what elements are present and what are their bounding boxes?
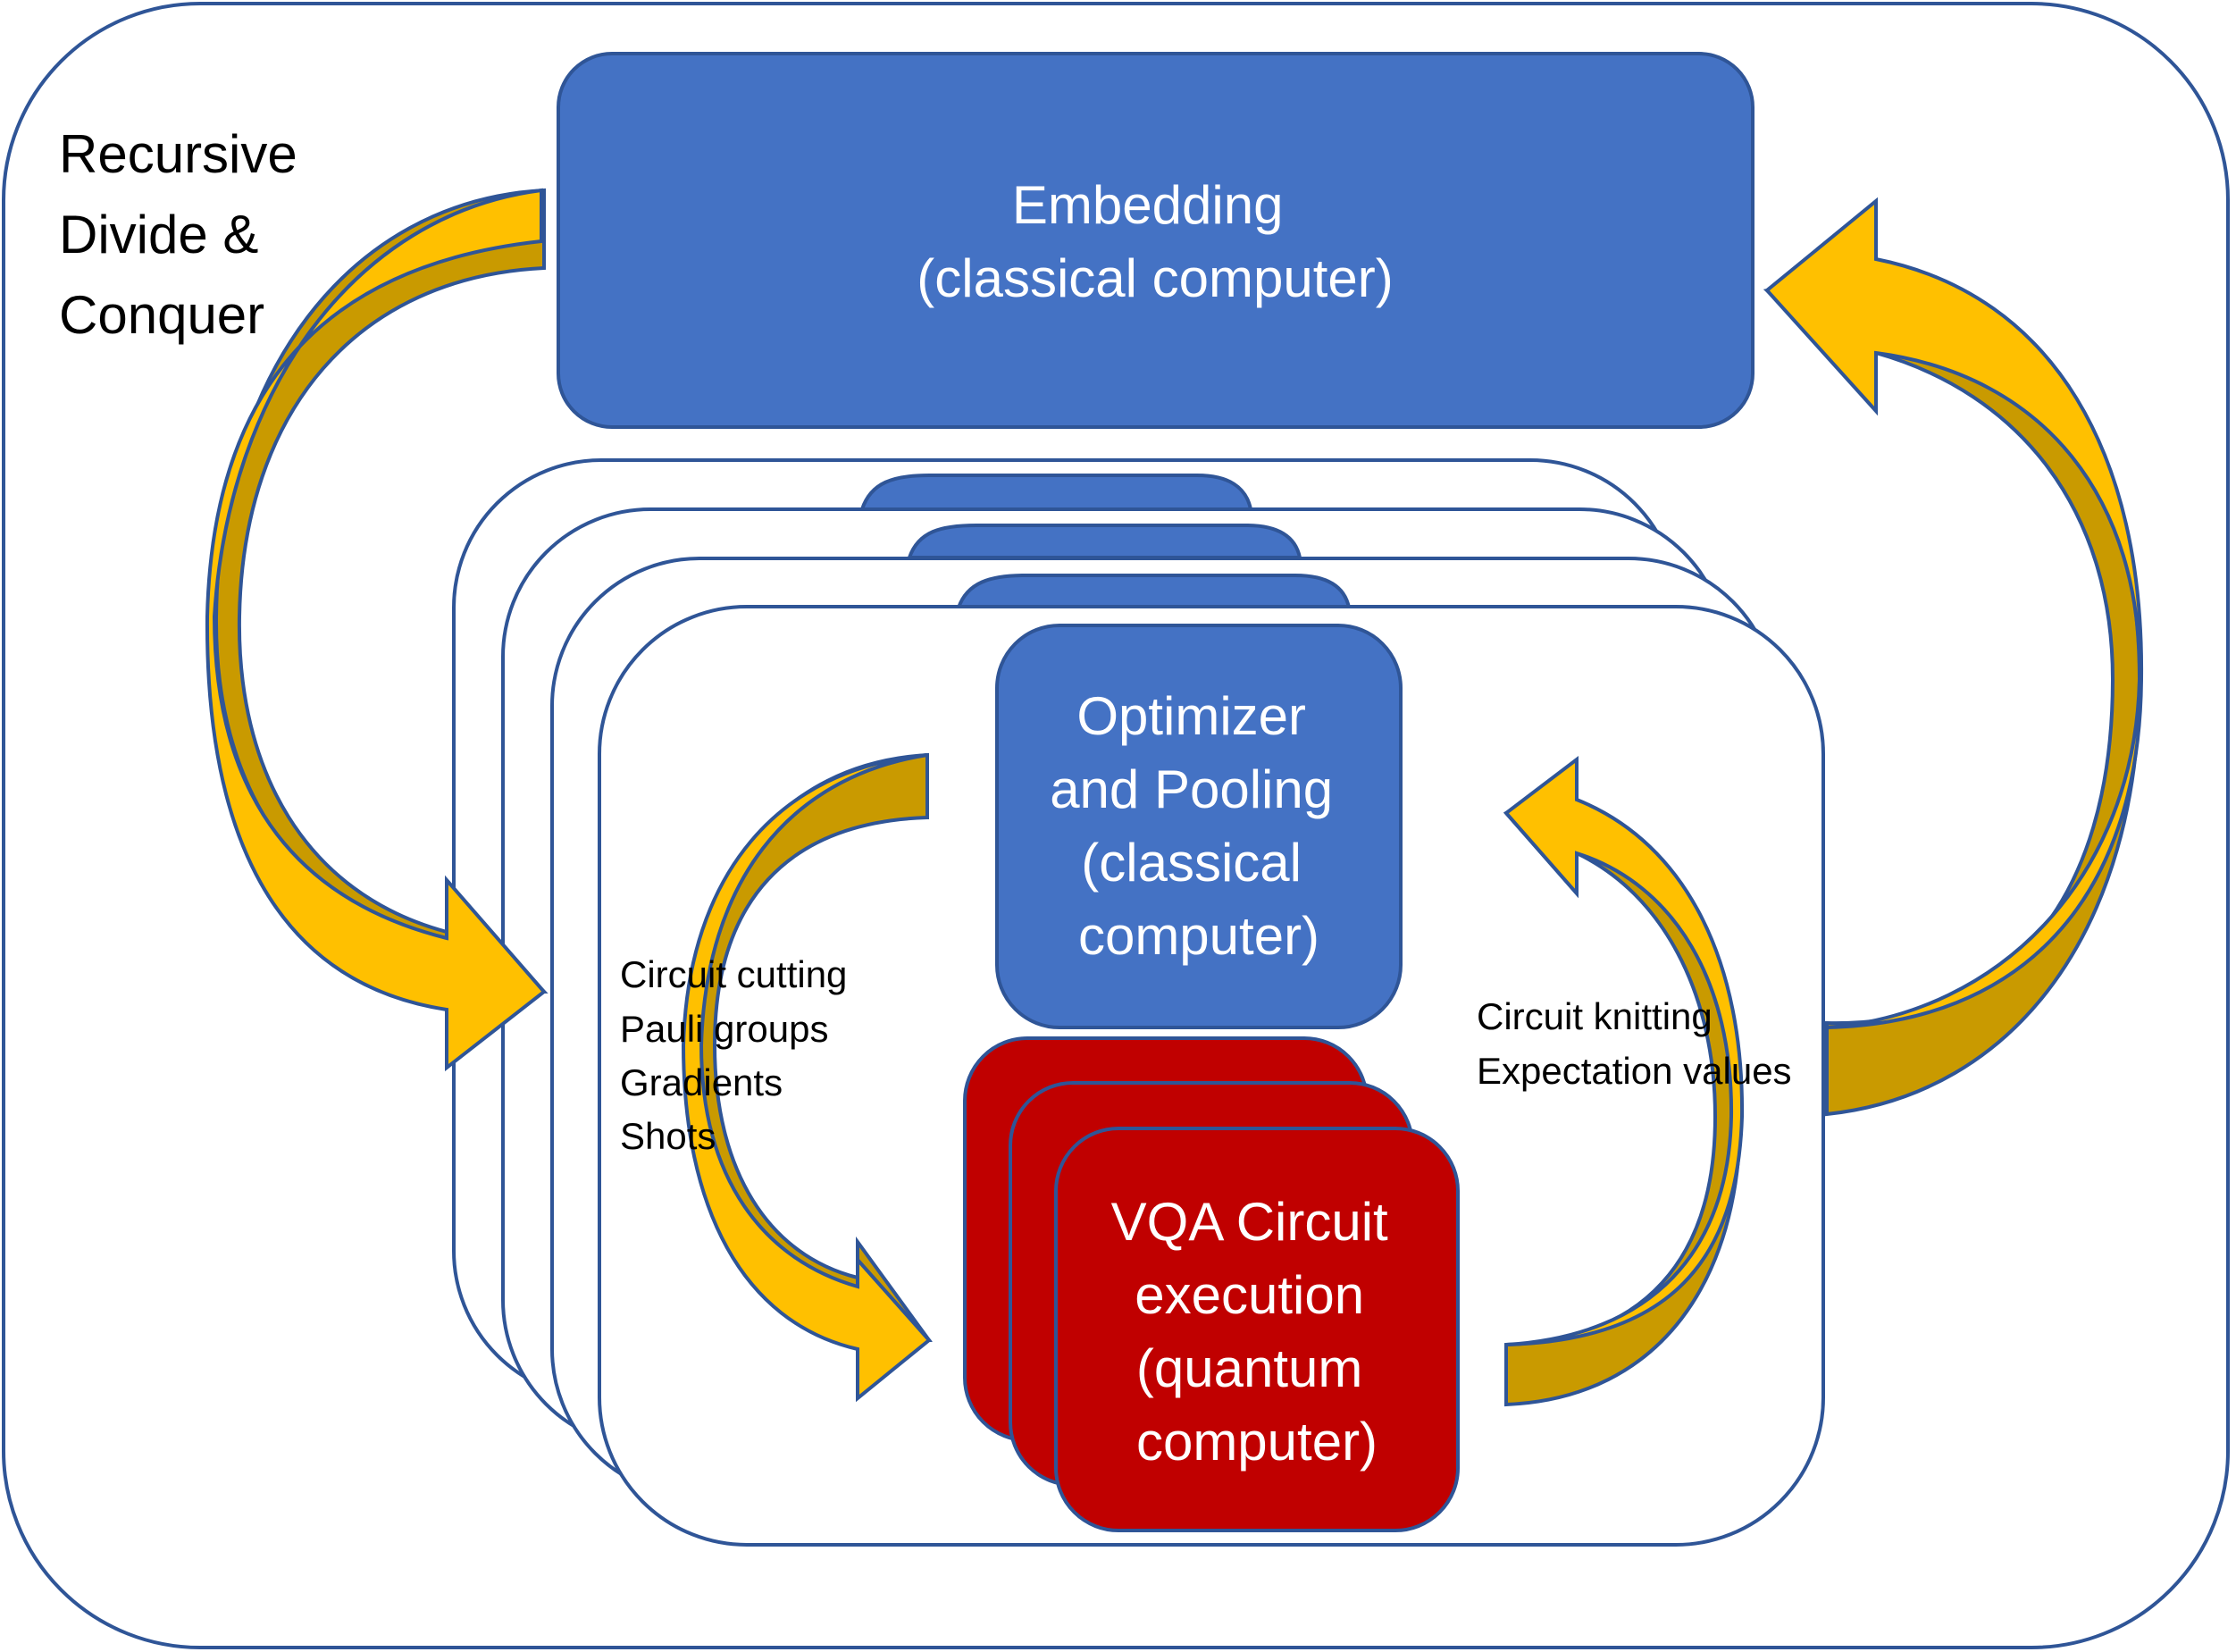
curved-arrow-up-left-icon (1503, 755, 1745, 1407)
inner-up-arrow-front (1503, 755, 1745, 1346)
outer-label-line-2: Divide & (59, 205, 258, 264)
curved-arrow-up-left-icon (1763, 197, 2144, 1117)
left-annotation: Circuit cutting Pauli groups Gradients S… (620, 953, 858, 1157)
optimizer-box: Optimizer and Pooling (classical compute… (995, 624, 1403, 1029)
optimizer-line-1: Optimizer (1076, 686, 1306, 746)
vqa-line-2: execution (1135, 1265, 1364, 1325)
inner-down-arrow-front (681, 753, 932, 1403)
subproblem-tab-3 (956, 574, 1352, 609)
vqa-label: VQA Circuit execution (quantum computer) (1111, 1192, 1403, 1472)
curved-arrow-down-right-icon (205, 188, 549, 1072)
optimizer-label: Optimizer and Pooling (classical compute… (1050, 686, 1348, 966)
embedding-box-shape (557, 52, 1754, 429)
embedding-box: Embedding (classical computer) (557, 52, 1754, 429)
outer-frame-label: Recursive Divide & Conquer (59, 124, 312, 345)
curved-arrow-down-right-icon (681, 752, 933, 1403)
vqa-card-front (1054, 1127, 1460, 1532)
optimizer-line-2: and Pooling (1050, 759, 1333, 819)
embedding-label: Embedding (classical computer) (917, 175, 1393, 308)
vqa-line-4: computer) (1136, 1412, 1378, 1472)
right-annotation-line-1: Circuit knitting (1477, 995, 1713, 1037)
outer-label-line-1: Recursive (59, 124, 297, 184)
left-annotation-line-1: Circuit cutting (620, 953, 847, 995)
vqa-circuit-stack: VQA Circuit execution (quantum computer) (963, 1036, 1460, 1532)
right-annotation: Circuit knitting Expectation values (1477, 995, 1792, 1092)
left-annotation-line-3: Gradients (620, 1061, 783, 1103)
embedding-line-1: Embedding (1012, 175, 1284, 235)
optimizer-line-3: (classical (1081, 833, 1302, 893)
vqa-line-1: VQA Circuit (1111, 1192, 1388, 1252)
vqa-line-3: (quantum (1136, 1338, 1362, 1398)
embedding-line-2: (classical computer) (917, 248, 1393, 308)
left-annotation-line-2: Pauli groups (620, 1008, 828, 1050)
outer-label-line-3: Conquer (59, 285, 264, 345)
outer-down-arrow-front (205, 188, 547, 1072)
optimizer-line-4: computer) (1078, 906, 1319, 966)
left-annotation-line-4: Shots (620, 1115, 716, 1157)
right-annotation-line-2: Expectation values (1477, 1050, 1792, 1092)
optimizer-box-shape (995, 624, 1403, 1029)
subproblem-tab-back (859, 474, 1253, 511)
subproblem-tab-2 (907, 524, 1302, 559)
outer-up-arrow-front (1764, 197, 2144, 1029)
